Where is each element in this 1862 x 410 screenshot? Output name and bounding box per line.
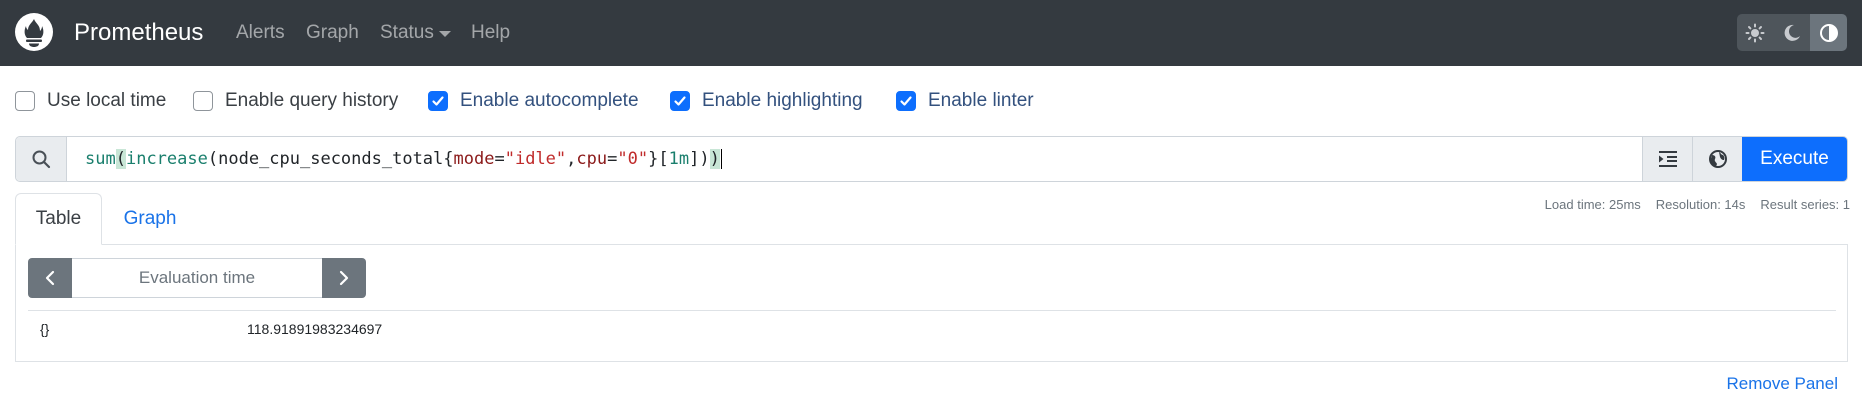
chevron-right-icon [339, 270, 349, 286]
option-enable-linter[interactable]: Enable linter [896, 89, 1034, 113]
enable-query-history-label: Enable query history [225, 90, 399, 111]
format-expression-button[interactable] [1642, 137, 1692, 181]
indent-icon [1658, 151, 1677, 167]
token-string: "0" [617, 149, 649, 169]
dark-theme-button[interactable] [1773, 14, 1811, 51]
eval-next-button[interactable] [322, 258, 366, 298]
token-string: "idle" [504, 149, 567, 169]
remove-panel-link[interactable]: Remove Panel [1726, 374, 1838, 393]
tab-graph[interactable]: Graph [123, 208, 177, 229]
contrast-icon [1819, 23, 1838, 42]
nav-help[interactable]: Help [471, 22, 511, 43]
search-icon [32, 150, 51, 169]
search-addon [16, 137, 67, 181]
token-brace: } [648, 149, 659, 169]
option-enable-highlighting[interactable]: Enable highlighting [670, 89, 863, 113]
token-operator: = [494, 149, 505, 169]
enable-linter-checkbox[interactable] [896, 91, 916, 111]
token-brace: { [443, 149, 454, 169]
nav-status-label: Status [380, 22, 434, 43]
option-enable-autocomplete[interactable]: Enable autocomplete [428, 89, 639, 113]
prometheus-logo-icon[interactable] [15, 13, 53, 51]
sun-icon [1745, 23, 1765, 42]
nav-status-dropdown[interactable]: Status [380, 21, 451, 45]
token-sum: sum [85, 149, 116, 169]
check-icon [674, 96, 686, 106]
evaluation-time-group: Evaluation time [28, 258, 366, 298]
token-operator: = [607, 149, 618, 169]
token-label-name: cpu [576, 149, 608, 169]
query-bar: sum(increase(node_cpu_seconds_total{mode… [15, 136, 1848, 182]
brand-title[interactable]: Prometheus [74, 19, 204, 46]
token-bracket: ] [689, 149, 700, 169]
enable-autocomplete-checkbox[interactable] [428, 91, 448, 111]
token-metric: node_cpu_seconds_total [218, 149, 444, 169]
token-paren: ) [699, 149, 710, 169]
moon-icon [1784, 24, 1800, 41]
nav-alerts[interactable]: Alerts [236, 22, 285, 43]
expression-input[interactable]: sum(increase(node_cpu_seconds_total{mode… [67, 137, 1642, 181]
enable-highlighting-label: Enable highlighting [702, 90, 863, 111]
query-stats: Load time: 25ms Resolution: 14s Result s… [1545, 197, 1850, 212]
theme-toggle-group [1737, 14, 1847, 51]
light-theme-button[interactable] [1737, 14, 1774, 51]
token-bracket: [ [658, 149, 669, 169]
token-paren: ( [207, 149, 219, 169]
use-local-time-label: Use local time [47, 90, 167, 111]
top-navbar: Prometheus Alerts Graph Status Help [0, 0, 1862, 66]
enable-autocomplete-label: Enable autocomplete [460, 90, 639, 111]
evaluation-time-input[interactable]: Evaluation time [72, 258, 322, 298]
option-enable-query-history[interactable]: Enable query history [193, 89, 398, 113]
result-value: 118.91891983234697 [247, 321, 383, 337]
enable-query-history-checkbox[interactable] [193, 91, 213, 111]
metrics-explorer-button[interactable] [1692, 137, 1742, 181]
load-time: Load time: 25ms [1544, 197, 1641, 212]
token-paren: ( [115, 149, 126, 169]
result-labels: {} [40, 321, 50, 337]
chevron-left-icon [45, 270, 55, 286]
globe-icon [1708, 150, 1727, 168]
auto-theme-button[interactable] [1810, 14, 1847, 51]
use-local-time-checkbox[interactable] [15, 91, 35, 111]
token-duration: 1m [668, 149, 690, 169]
table-panel [15, 244, 1848, 362]
text-cursor [720, 149, 722, 169]
token-paren: ) [709, 149, 720, 169]
tab-table[interactable]: Table [15, 193, 102, 245]
result-series: Result series: 1 [1760, 197, 1850, 212]
enable-highlighting-checkbox[interactable] [670, 91, 690, 111]
execute-button[interactable]: Execute [1742, 137, 1847, 181]
option-use-local-time[interactable]: Use local time [15, 89, 166, 113]
token-comma: , [566, 149, 577, 169]
table-divider [28, 310, 1836, 311]
check-icon [432, 96, 444, 106]
nav-graph[interactable]: Graph [306, 22, 359, 43]
token-label-name: mode [453, 149, 495, 169]
eval-previous-button[interactable] [28, 258, 72, 298]
resolution: Resolution: 14s [1655, 197, 1746, 212]
token-increase: increase [125, 149, 208, 169]
caret-down-icon [438, 31, 451, 37]
check-icon [900, 96, 912, 106]
enable-linter-label: Enable linter [928, 90, 1034, 111]
